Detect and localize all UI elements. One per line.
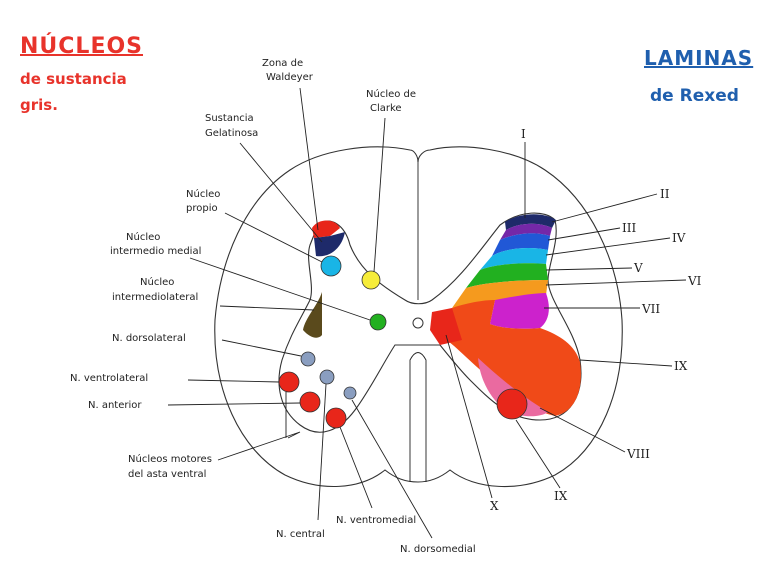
label-zona-2: Waldeyer (266, 72, 314, 83)
leader-dorsomedial (351, 399, 433, 539)
lamina-label-i: I (521, 127, 526, 141)
leader-iv (545, 237, 671, 256)
label-il-1: Núcleo (140, 276, 174, 288)
leader-ix (579, 359, 673, 367)
leader-v (545, 267, 633, 271)
label-propio-2: propio (186, 203, 218, 214)
leader-ix-b (515, 419, 561, 489)
n-ventrolateral (278, 371, 300, 393)
label-gel-1: Sustancia (205, 113, 254, 124)
nucleo-clarke (361, 270, 381, 290)
lamina-label-viii: VIII (626, 447, 650, 461)
leader-il (219, 305, 315, 311)
leader-motores (217, 392, 301, 461)
label-dorsomedial: N. dorsomedial (400, 544, 476, 555)
left-subtitle-2: gris. (20, 96, 58, 114)
leader-dorsolateral (221, 339, 302, 357)
lamina-label-iii: III (622, 221, 636, 235)
leader-clarke (373, 117, 386, 273)
leader-anterior (167, 402, 301, 406)
lamina-label-iv: IV (672, 231, 686, 245)
label-gel-2: Gelatinosa (205, 128, 258, 139)
leader-x (445, 334, 493, 499)
right-title: LAMINAS (644, 46, 754, 70)
label-im-2: intermedio medial (110, 246, 201, 257)
lamina-viii-nucleus (496, 388, 528, 420)
central-canal (412, 317, 424, 329)
leader-vi (545, 279, 687, 286)
label-ventrolateral: N. ventrolateral (70, 373, 148, 384)
right-subtitle: de Rexed (650, 86, 739, 106)
lamina-label-ix: IX (674, 359, 688, 373)
lamina-iv-fill (480, 248, 548, 270)
label-clarke-2: Clarke (370, 103, 402, 114)
lamina-vii-fill (440, 300, 581, 416)
zona-waldeyer (312, 220, 340, 238)
left-subtitle-1: de sustancia (20, 70, 127, 88)
ventral-fissure (409, 352, 427, 482)
lamina-label-vii: VII (641, 302, 660, 316)
nucleo-intermediolateral (303, 292, 322, 338)
n-anterior (299, 391, 321, 413)
lamina-i-fill (505, 214, 556, 230)
sustancia-gelatinosa (314, 232, 345, 257)
leader-central (317, 383, 327, 521)
leader-ii (551, 193, 658, 223)
leader-propio (224, 212, 323, 263)
lamina-ix-pink (478, 358, 548, 417)
label-ventromedial: N. ventromedial (336, 515, 416, 526)
lamina-vi-fill (452, 280, 548, 308)
n-dorsomedial-dot (319, 369, 335, 385)
lamina-label-vi: VI (687, 274, 702, 288)
n-dorsolateral (300, 351, 316, 367)
lamina-label-ix-b: IX (554, 489, 568, 503)
leader-iii (547, 227, 621, 241)
label-motores-1: Núcleos motores (128, 453, 212, 465)
lamina-label-v: V (633, 261, 643, 275)
lamina-iii-fill (492, 233, 550, 256)
label-central: N. central (276, 529, 325, 540)
nucleo-intermedio-medial (369, 313, 387, 331)
lamina-x-fill (430, 308, 462, 345)
nucleo-propio (320, 255, 342, 277)
label-clarke-1: Núcleo de (366, 88, 416, 100)
label-il-2: intermediolateral (112, 292, 198, 303)
leader-viii (539, 407, 626, 453)
leader-im (189, 257, 371, 321)
left-title: NÚCLEOS (20, 34, 144, 59)
lamina-label-ii: II (660, 187, 670, 201)
leader-gelatinosa (239, 142, 323, 243)
n-ventromedial-dot (343, 386, 357, 400)
leader-zona (299, 87, 319, 231)
lamina-label-x: X (490, 499, 499, 513)
lamina-ii-fill (500, 223, 552, 240)
label-dorsolateral: N. dorsolateral (112, 333, 186, 344)
lamina-v-fill (466, 263, 548, 288)
leader-ventromedial (339, 426, 373, 509)
leader-ventrolateral (187, 379, 280, 383)
label-zona-1: Zona de (262, 58, 303, 69)
label-motores-2: del asta ventral (128, 469, 206, 480)
label-anterior: N. anterior (88, 400, 142, 411)
label-im-1: Núcleo (126, 231, 160, 243)
n-central-dot (325, 407, 347, 429)
label-propio-1: Núcleo (186, 188, 220, 200)
lamina-vii-magenta (490, 293, 549, 329)
